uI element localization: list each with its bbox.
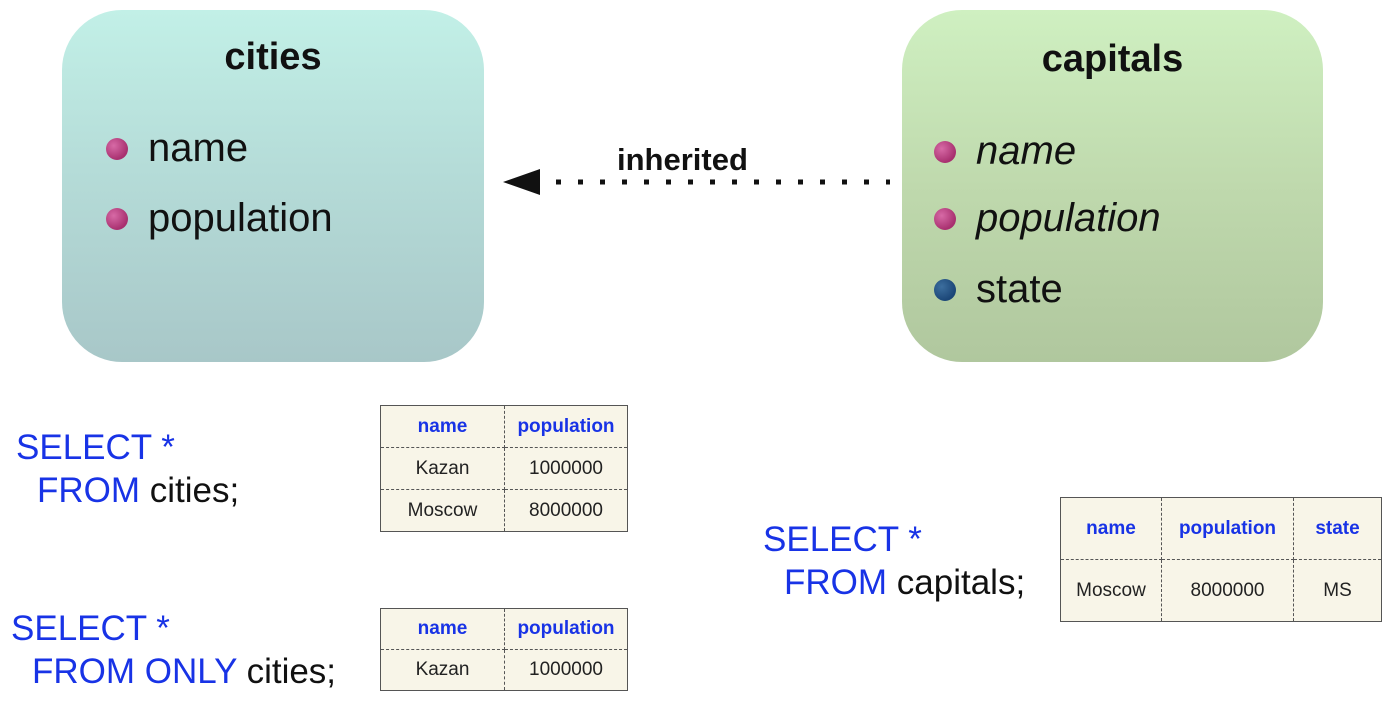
result-table-cities: name population Kazan 1000000 Moscow 800… [380, 405, 628, 532]
inherited-label: inherited [617, 142, 748, 177]
cities-attr-population: population [106, 196, 333, 241]
bullet-icon [106, 137, 128, 160]
bullet-icon [934, 278, 956, 301]
cell: Moscow [380, 489, 505, 532]
attr-label: population [148, 196, 333, 240]
cell: 8000000 [1161, 559, 1294, 622]
cell: 1000000 [504, 649, 628, 691]
sql-keyword: FROM [37, 471, 141, 510]
arrowhead-icon [503, 169, 540, 195]
result-table-capitals: name population state Moscow 8000000 MS [1060, 497, 1382, 622]
bullet-icon [106, 207, 128, 230]
table-row: Kazan 1000000 [380, 447, 628, 490]
cell: MS [1293, 559, 1382, 622]
attr-label: name [148, 126, 249, 170]
capitals-attr-population: population [934, 196, 1161, 241]
cell: 1000000 [504, 447, 628, 490]
capitals-attr-state: state [934, 267, 1063, 312]
column-header: population [504, 608, 628, 650]
cities-title: cities [224, 36, 322, 78]
attr-label: state [976, 267, 1063, 311]
sql-table: capitals; [887, 563, 1026, 602]
query-select-capitals: SELECT * FROM capitals; [763, 518, 1025, 604]
column-header: name [1060, 497, 1162, 560]
table-row: Moscow 8000000 [380, 489, 628, 532]
cell: Kazan [380, 447, 505, 490]
attr-label: name [976, 129, 1077, 173]
cell: Moscow [1060, 559, 1162, 622]
capitals-title: capitals [1041, 38, 1184, 80]
sql-line1: SELECT * [11, 609, 170, 648]
capitals-table-box: capitals name population state [902, 10, 1323, 362]
sql-keyword: FROM ONLY [32, 652, 237, 691]
capitals-attr-name: name [934, 129, 1076, 174]
inherited-arrow [503, 169, 890, 195]
column-header: name [380, 405, 505, 448]
column-header: population [1161, 497, 1294, 560]
column-header: name [380, 608, 505, 650]
sql-keyword: FROM [784, 563, 888, 602]
bullet-icon [934, 207, 956, 230]
table-row: Moscow 8000000 MS [1060, 559, 1382, 622]
sql-table: cities; [236, 652, 337, 691]
cities-attr-name: name [106, 126, 248, 171]
sql-line1: SELECT * [763, 520, 922, 559]
column-header: state [1293, 497, 1382, 560]
sql-line1: SELECT * [16, 428, 175, 467]
sql-table: cities; [140, 471, 240, 510]
cities-table-box: cities name population [62, 10, 484, 362]
query-select-only-cities: SELECT * FROM ONLY cities; [11, 607, 336, 693]
table-row: Kazan 1000000 [380, 649, 628, 691]
query-select-cities: SELECT * FROM cities; [16, 426, 239, 512]
result-table-only-cities: name population Kazan 1000000 [380, 608, 628, 691]
column-header: population [504, 405, 628, 448]
cell: 8000000 [504, 489, 628, 532]
bullet-icon [934, 140, 956, 163]
attr-label: population [976, 196, 1161, 240]
cell: Kazan [380, 649, 505, 691]
